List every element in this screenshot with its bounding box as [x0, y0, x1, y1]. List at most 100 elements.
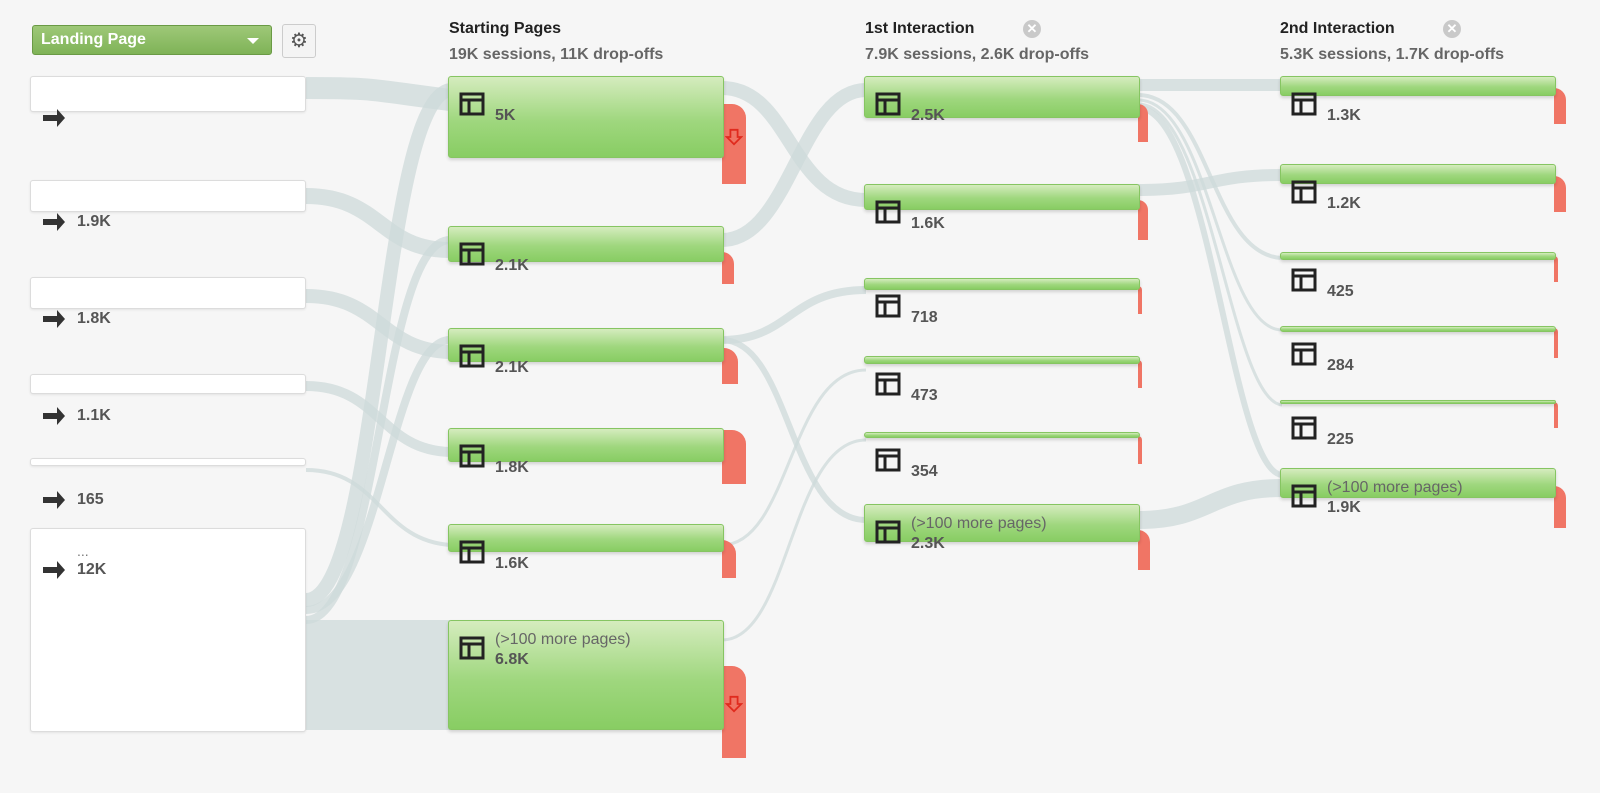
flow-path — [1137, 102, 1283, 407]
flow-path — [721, 286, 867, 344]
page-node-label: (>100 more pages) — [495, 631, 631, 648]
page-node[interactable]: 2.1K — [448, 328, 724, 376]
page-icon — [1291, 484, 1317, 508]
dimension-select[interactable]: Landing Page — [32, 25, 272, 55]
page-node[interactable]: 225 — [1280, 400, 1556, 448]
landing-page-item[interactable]: ... 12K — [30, 528, 306, 732]
page-icon — [459, 540, 485, 564]
page-node[interactable]: (>100 more pages) 1.9K — [1280, 468, 1556, 516]
page-icon — [459, 242, 485, 266]
flow-path — [721, 81, 867, 207]
page-icon — [459, 92, 485, 116]
page-node-value: 2.3K — [911, 535, 945, 552]
dropoff-bar[interactable] — [1554, 486, 1566, 528]
page-icon — [875, 448, 901, 472]
column-summary: 5.3K sessions, 1.7K drop-offs — [1280, 46, 1505, 63]
page-icon — [1291, 268, 1317, 292]
dropoff-bar[interactable] — [1138, 436, 1142, 464]
page-node[interactable]: 354 — [864, 432, 1140, 480]
page-node[interactable]: 473 — [864, 356, 1140, 404]
dropoff-bar[interactable] — [1138, 200, 1148, 240]
landing-page-item[interactable]: 1.9K — [30, 180, 306, 231]
dropoff-bar[interactable] — [1554, 328, 1558, 358]
dropoff-bar[interactable] — [722, 252, 734, 284]
page-node-label: (>100 more pages) — [1327, 479, 1463, 496]
settings-button[interactable]: ⚙ — [282, 24, 316, 58]
column-summary: 7.9K sessions, 2.6K drop-offs — [865, 46, 1090, 63]
chevron-down-icon — [247, 38, 259, 44]
landing-page-item[interactable]: 165 — [30, 458, 306, 509]
landing-page-value: 1.9K — [77, 213, 111, 230]
page-icon — [1291, 342, 1317, 366]
dropoff-bar[interactable] — [1138, 104, 1148, 142]
dropoff-bar[interactable] — [1138, 360, 1142, 388]
page-node[interactable]: 1.2K — [1280, 164, 1556, 212]
page-node-value: 225 — [1327, 431, 1354, 448]
page-icon — [459, 636, 485, 660]
flow-path — [721, 368, 867, 547]
flow-path — [305, 336, 451, 614]
page-node[interactable]: (>100 more pages) 6.8K — [448, 620, 724, 730]
page-node[interactable]: 2.5K — [864, 76, 1140, 124]
page-node[interactable]: 284 — [1280, 326, 1556, 374]
page-node[interactable]: 718 — [864, 278, 1140, 326]
dropoff-bar[interactable] — [722, 430, 746, 484]
close-icon[interactable]: ✕ — [1023, 20, 1041, 38]
landing-page-item[interactable]: 1.8K — [30, 277, 306, 328]
landing-page-item[interactable]: 1.1K — [30, 374, 306, 425]
page-node[interactable]: (>100 more pages) 2.3K — [864, 504, 1140, 552]
landing-page-value: 1.8K — [77, 310, 111, 327]
page-icon — [1291, 416, 1317, 440]
page-node-value: 1.9K — [1327, 499, 1361, 516]
dropoff-arrow-icon — [725, 695, 743, 713]
flow-path — [721, 337, 867, 523]
page-node[interactable]: 1.6K — [448, 524, 724, 572]
column-title: Starting Pages — [449, 20, 562, 37]
page-node[interactable]: 1.6K — [864, 184, 1140, 232]
dropoff-bar[interactable] — [722, 540, 736, 578]
flow-path — [1137, 169, 1283, 196]
page-node[interactable]: 5K — [448, 76, 724, 158]
page-node[interactable]: 2.1K — [448, 226, 724, 274]
page-icon — [875, 92, 901, 116]
flow-path — [305, 468, 451, 547]
landing-page-item[interactable] — [30, 76, 306, 127]
page-node-value: 5K — [495, 107, 516, 124]
column-header-starting-pages: Starting Pages 19K sessions, 11K drop-of… — [449, 20, 663, 64]
page-node-value: 2.1K — [495, 359, 529, 376]
entry-arrow-icon — [43, 491, 65, 509]
dropoff-bar[interactable] — [1554, 176, 1566, 212]
entry-arrow-icon — [43, 310, 65, 328]
close-icon[interactable]: ✕ — [1443, 20, 1461, 38]
page-node-value: 473 — [911, 387, 938, 404]
page-icon — [875, 372, 901, 396]
dropoff-arrow-icon — [725, 128, 743, 146]
page-node-value: 1.3K — [1327, 107, 1361, 124]
page-node[interactable]: 425 — [1280, 252, 1556, 300]
landing-page-value: 165 — [77, 491, 104, 508]
column-title: 1st Interaction — [865, 20, 975, 37]
page-icon — [875, 294, 901, 318]
page-icon — [459, 444, 485, 468]
page-node[interactable]: 1.8K — [448, 428, 724, 476]
dropoff-bar[interactable] — [1138, 286, 1142, 314]
flow-path — [1137, 93, 1283, 260]
page-node-value: 1.2K — [1327, 195, 1361, 212]
dropoff-bar[interactable] — [722, 348, 738, 384]
page-icon — [875, 520, 901, 544]
gear-icon: ⚙ — [290, 30, 308, 52]
column-summary: 19K sessions, 11K drop-offs — [449, 46, 664, 63]
dropoff-bar[interactable] — [1554, 402, 1558, 428]
page-node-value: 718 — [911, 309, 938, 326]
dropoff-bar[interactable] — [1554, 88, 1566, 124]
dropoff-bar[interactable] — [1138, 530, 1150, 570]
landing-page-value: 1.1K — [77, 407, 111, 424]
entry-arrow-icon — [43, 561, 65, 579]
page-node[interactable]: 1.3K — [1280, 76, 1556, 124]
page-node-value: 425 — [1327, 283, 1354, 300]
dropoff-bar[interactable] — [1554, 256, 1558, 282]
dimension-select-label: Landing Page — [41, 31, 146, 48]
landing-page-value: 12K — [77, 561, 107, 578]
page-icon — [459, 344, 485, 368]
page-icon — [875, 200, 901, 224]
